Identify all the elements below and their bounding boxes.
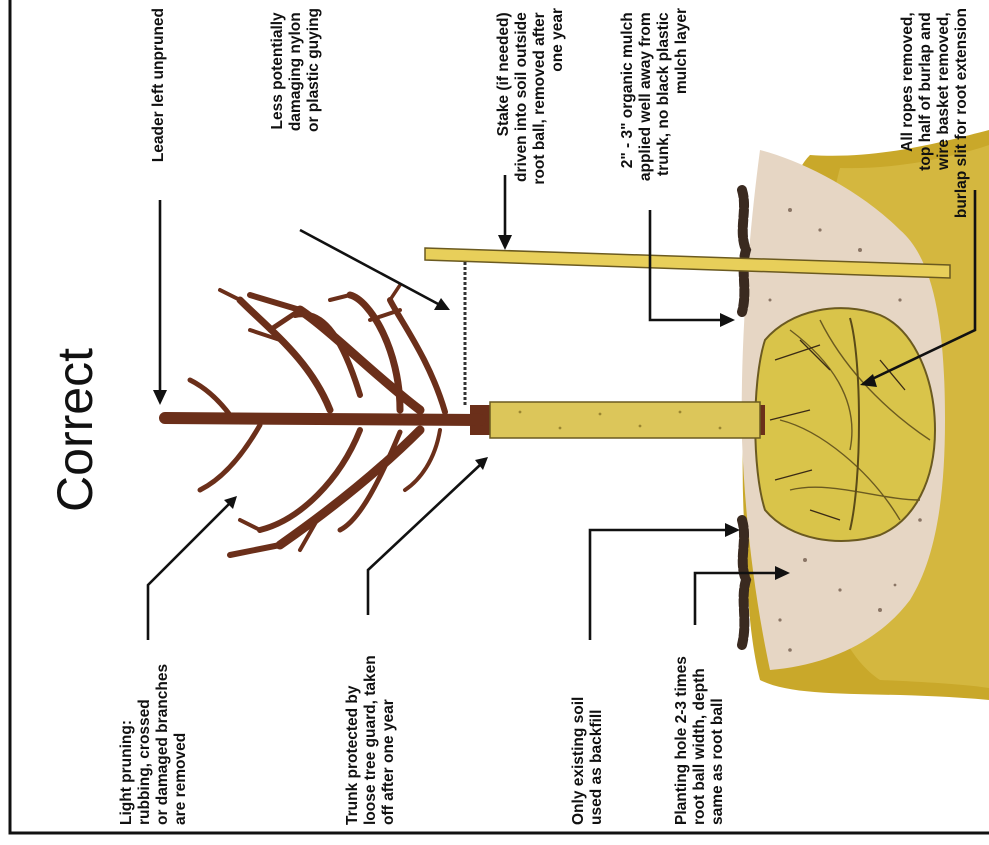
label-pruning: Light pruning: rubbing, crossed or damag…: [118, 660, 189, 825]
tree-branches: [165, 285, 480, 555]
pointer-pruning: [148, 503, 230, 640]
arrowhead-stake: [498, 235, 512, 250]
label-mulch: 2" - 3" organic mulch applied well away …: [619, 8, 690, 181]
pointer-soil: [590, 530, 730, 640]
page-title: Correct: [47, 348, 103, 512]
label-soil: Only existing soil used as backfill: [570, 692, 605, 825]
label-stake: Stake (if needed) driven into soil outsi…: [495, 8, 566, 185]
label-hole: Planting hole 2-3 times root ball width,…: [673, 652, 726, 825]
label-leader: Leader left unpruned: [150, 8, 167, 162]
pointer-guying: [300, 230, 440, 305]
pointer-trunk: [368, 465, 480, 615]
arrowhead-leader: [153, 390, 167, 405]
ground-illustration: [742, 130, 989, 700]
arrowhead-soil: [725, 523, 740, 537]
arrowhead-mulch: [720, 313, 735, 327]
label-trunk: Trunk protected by loose tree guard, tak…: [344, 651, 397, 825]
tree-guard: [490, 402, 760, 438]
label-guying: Less potentially damaging nylon or plast…: [269, 8, 322, 132]
